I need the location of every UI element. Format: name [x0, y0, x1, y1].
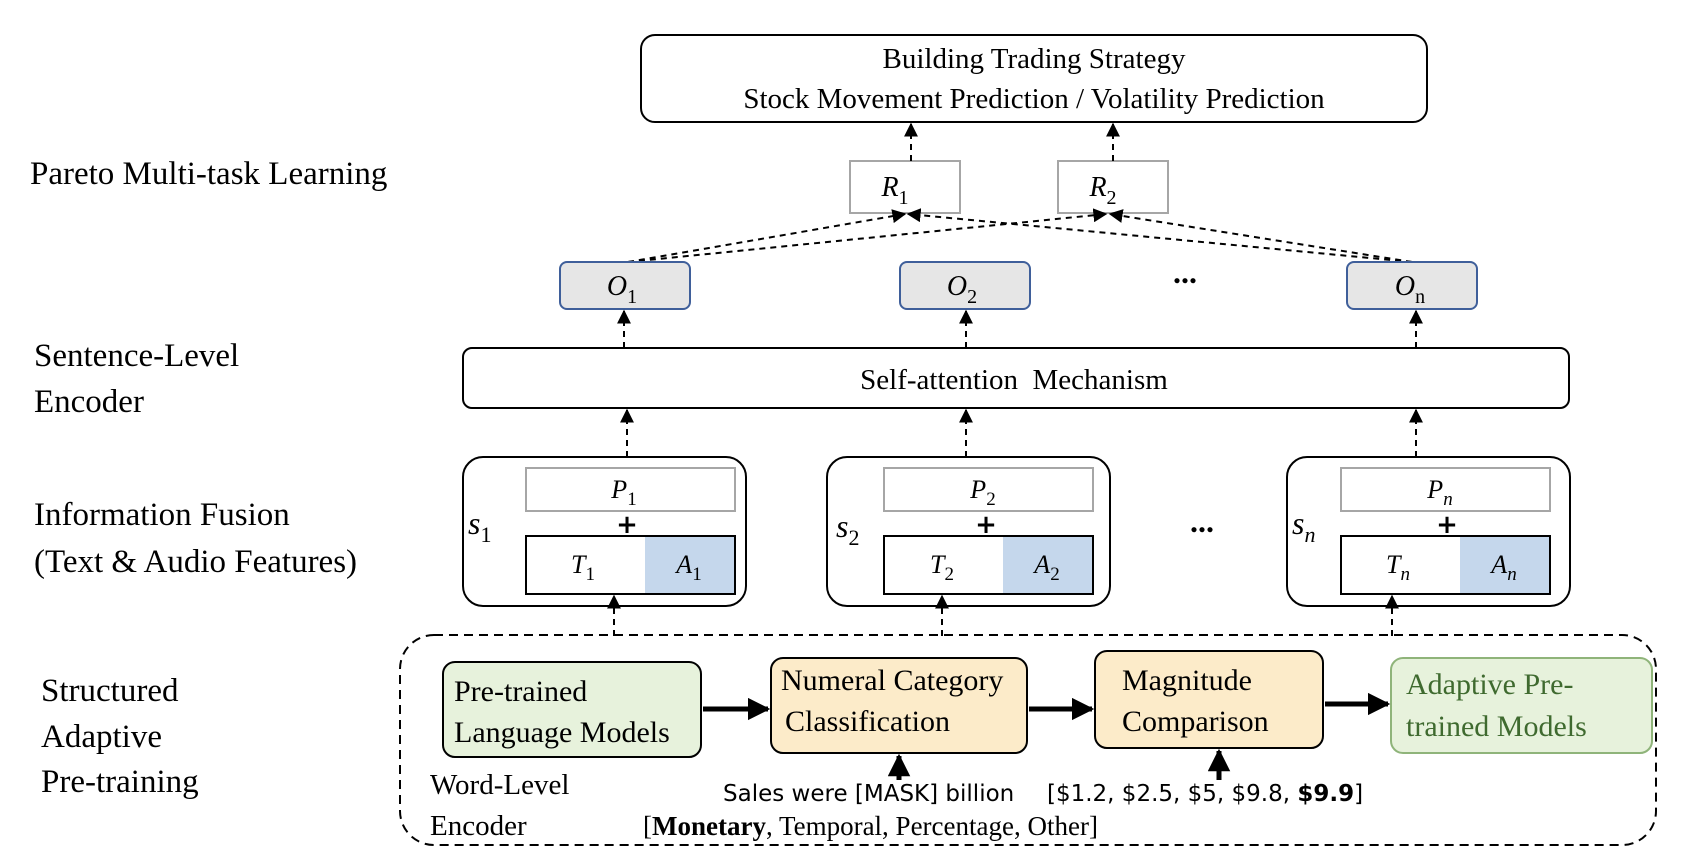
text-feature-box-2: [884, 536, 1003, 594]
numeral-classification-box: [770, 657, 1028, 754]
task-box-line-2: Stock Movement Prediction / Volatility P…: [743, 83, 1325, 115]
text-feature-label-2: T2: [930, 550, 954, 585]
arrow-o1-to-r1: [627, 209, 907, 263]
arrow-on-to-r2: [1108, 209, 1413, 263]
label-sentence-encoder: Encoder: [34, 384, 144, 420]
task-box: [640, 34, 1428, 123]
position-label-n: Pn: [1426, 475, 1452, 510]
label-word-encoder: Encoder: [430, 810, 527, 842]
audio-feature-label-2: A2: [1032, 550, 1059, 585]
reward-node-1-label: R1: [880, 172, 908, 209]
magnitude-comparison-box: [1094, 650, 1324, 749]
plus-sign-1: +: [616, 510, 638, 540]
audio-feature-label-1: A1: [674, 550, 701, 585]
reward-node-2-label: R2: [1088, 172, 1116, 209]
magnitude-comparison-line-2: Comparison: [1122, 705, 1269, 738]
label-pareto: Pareto Multi-task Learning: [30, 156, 387, 192]
label-structured: Structured: [41, 673, 179, 709]
category-list: [Monetary, Temporal, Percentage, Other]: [643, 811, 1098, 841]
label-text-audio-features: (Text & Audio Features): [34, 544, 357, 580]
output-ellipsis: ...: [1173, 254, 1197, 290]
text-feature-label-1: T1: [571, 550, 595, 585]
position-box-2: [883, 467, 1094, 512]
sentence-label-n: sn: [1292, 505, 1315, 547]
fusion-group-1: P1 + T1 A1 s1: [462, 456, 747, 607]
output-node-2-label: O2: [947, 271, 977, 308]
fusion-group-2: P2 + T2 A2 s2: [826, 456, 1111, 607]
label-information-fusion: Information Fusion: [34, 497, 290, 533]
label-word-level: Word-Level: [430, 769, 569, 801]
adaptive-models-line-2: trained Models: [1406, 710, 1587, 743]
text-feature-label-n: Tn: [1386, 550, 1410, 585]
label-adaptive: Adaptive: [41, 719, 162, 755]
numeral-classification-line-1: Numeral Category: [781, 664, 1003, 697]
numeral-classification-line-2: Classification: [785, 705, 950, 738]
output-node-n-label: On: [1395, 271, 1425, 308]
mask-sentence: Sales were [MASK] billion: [723, 781, 1014, 807]
output-node-2: [899, 261, 1031, 310]
structured-pretraining-container: [399, 634, 1657, 846]
arrow-o1-to-r2: [627, 208, 1108, 263]
audio-feature-label-n: An: [1489, 550, 1516, 585]
self-attention-label: Self-attention Mechanism: [860, 364, 1168, 396]
position-box-1: [525, 467, 736, 512]
audio-feature-box-2: [1003, 536, 1093, 594]
text-feature-box-1: [526, 536, 645, 594]
position-label-1: P1: [610, 475, 636, 510]
plus-sign-2: +: [975, 510, 997, 540]
audio-feature-box-1: [645, 536, 735, 594]
arrow-on-to-r1: [906, 208, 1413, 263]
self-attention-box: [462, 347, 1570, 409]
output-node-n: [1346, 261, 1478, 310]
magnitude-values: [$1.2, $2.5, $5, $9.8, $9.9]: [1047, 781, 1363, 807]
fusion-ellipsis: ...: [1190, 503, 1214, 539]
fusion-group-n: Pn + Tn An sn: [1286, 456, 1571, 607]
reward-node-1: [849, 160, 961, 214]
audio-feature-box-n: [1460, 536, 1550, 594]
label-sentence-level: Sentence-Level: [34, 338, 239, 374]
text-feature-box-n: [1341, 536, 1460, 594]
sentence-label-1: s1: [468, 505, 491, 547]
sentence-label-2: s2: [836, 508, 859, 550]
pretrained-lm-box: [442, 661, 702, 758]
pretrained-lm-line-1: Pre-trained: [454, 675, 587, 708]
label-pre-training: Pre-training: [41, 764, 199, 800]
adaptive-models-box: [1390, 657, 1653, 754]
adaptive-models-line-1: Adaptive Pre-: [1406, 668, 1573, 701]
pretrained-lm-line-2: Language Models: [454, 716, 670, 749]
position-label-2: P2: [969, 475, 995, 510]
position-box-n: [1340, 467, 1551, 512]
plus-sign-n: +: [1436, 510, 1458, 540]
magnitude-comparison-line-1: Magnitude: [1122, 664, 1252, 697]
task-box-line-1: Building Trading Strategy: [883, 43, 1186, 75]
output-node-1: [559, 261, 691, 310]
output-node-1-label: O1: [607, 271, 637, 308]
